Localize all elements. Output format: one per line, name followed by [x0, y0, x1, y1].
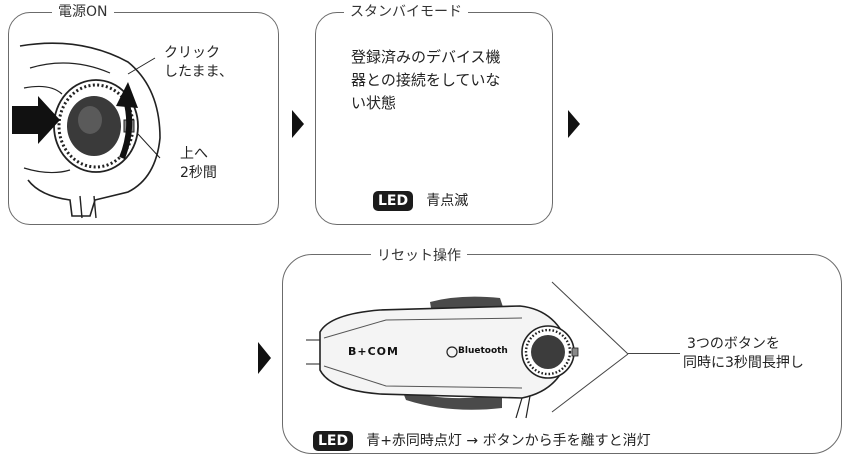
- reset-instruction: 3つのボタンを 同時に3秒間長押し: [683, 336, 804, 371]
- bcom-device-illustration: [306, 281, 629, 419]
- reset-title: リセット操作: [371, 247, 467, 265]
- standby-panel: [315, 12, 553, 225]
- bluetooth-label: Bluetooth: [458, 346, 508, 356]
- up-two-seconds-label: 上へ 2秒間: [180, 146, 217, 181]
- click-hold-label: クリック したまま、: [164, 45, 234, 80]
- standby-description: 登録済みのデバイス機 器との接続をしていな い状態: [351, 48, 501, 112]
- next-step-arrow-1: [292, 110, 304, 138]
- reset-step-arrow: [258, 342, 271, 374]
- led-badge: LED: [373, 191, 414, 211]
- power-dial-illustration: [12, 42, 161, 219]
- standby-title: スタンバイモード: [344, 3, 468, 21]
- led-badge: LED: [313, 431, 354, 451]
- next-step-arrow-2: [568, 110, 580, 138]
- standby-led-text: 青点滅: [426, 193, 469, 209]
- power-on-title: 電源ON: [52, 3, 114, 21]
- reset-led-status: LED 青+赤同時点灯 → ボタンから手を離すと消灯: [313, 430, 651, 451]
- bcom-logo: B+COM: [348, 345, 399, 358]
- reset-instruction-leader: [628, 353, 680, 354]
- standby-led-status: LED 青点滅: [373, 190, 468, 211]
- reset-led-text: 青+赤同時点灯 → ボタンから手を離すと消灯: [366, 433, 651, 449]
